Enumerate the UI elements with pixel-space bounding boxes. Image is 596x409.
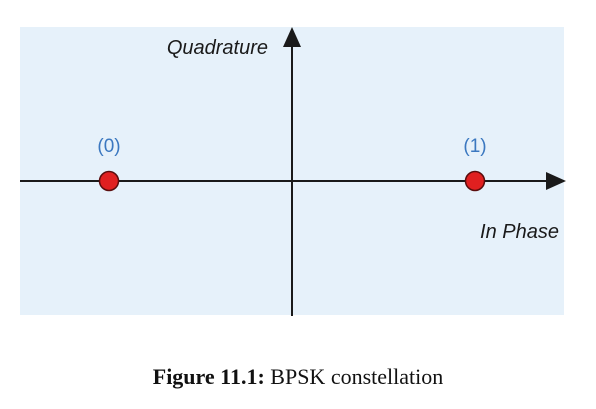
constellation-point-label-0: (0)	[97, 136, 120, 157]
constellation-point-0	[98, 170, 120, 192]
constellation-diagram: Quadrature In Phase (0) (1)	[20, 27, 566, 316]
in-phase-arrow-icon	[546, 172, 566, 190]
constellation-point-label-1: (1)	[463, 136, 486, 157]
caption-text: BPSK constellation	[264, 364, 444, 389]
caption-label: Figure 11.1:	[152, 364, 265, 389]
quadrature-axis-label: Quadrature	[167, 37, 268, 59]
figure-caption: Figure 11.1: BPSK constellation	[0, 364, 596, 390]
quadrature-arrow-icon	[283, 27, 301, 47]
constellation-point-1	[464, 170, 486, 192]
in-phase-axis-label: In Phase	[480, 221, 559, 243]
constellation-points: (0) (1)	[97, 136, 487, 192]
